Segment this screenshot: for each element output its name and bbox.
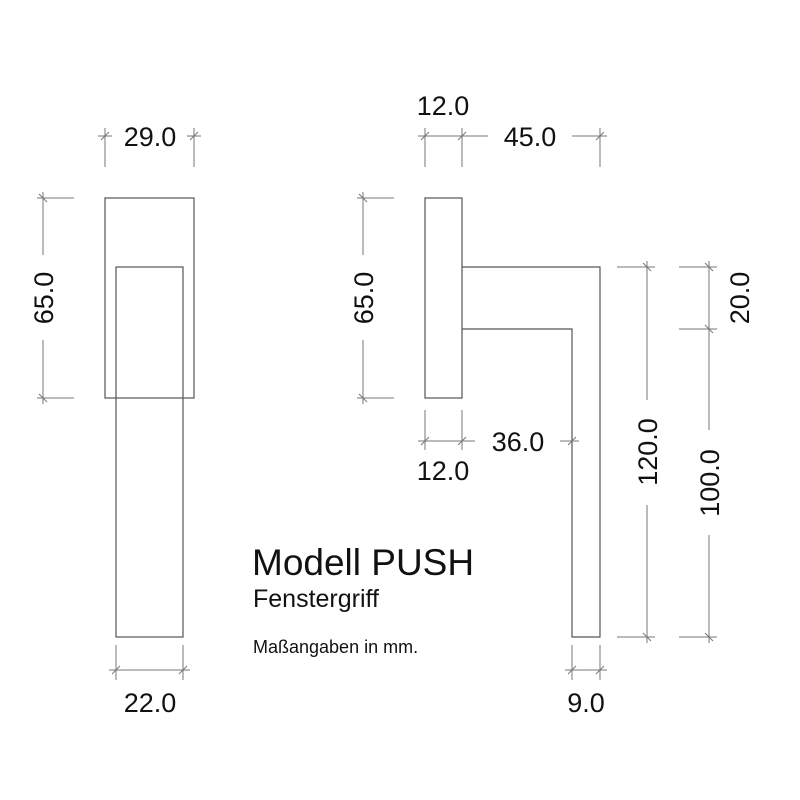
side-view: [424, 197, 601, 638]
dim-label: 20.0: [725, 272, 755, 325]
dim-label: 120.0: [633, 418, 663, 486]
dim-side-neck-grip: 20.0 100.0: [679, 261, 755, 643]
dim-label: 65.0: [29, 272, 59, 325]
dim-label: 45.0: [504, 122, 557, 152]
dim-label: 12.0: [417, 456, 470, 486]
dim-side-height: 65.0: [349, 192, 394, 404]
dim-front-width: 29.0: [98, 122, 201, 167]
dim-front-height: 65.0: [29, 192, 74, 404]
side-rose: [424, 197, 463, 399]
dim-label: 22.0: [124, 688, 177, 718]
dim-side-inner: 36.0 12.0: [417, 410, 579, 486]
side-handle: [462, 266, 601, 638]
subtitle: Fenstergriff: [253, 585, 379, 613]
dim-label: 65.0: [349, 272, 379, 325]
model-title: Modell PUSH: [252, 542, 474, 583]
dim-label: 12.0: [417, 91, 470, 121]
dim-front-handle-width: 22.0: [109, 645, 190, 718]
dim-label: 9.0: [567, 688, 605, 718]
front-rose: [104, 197, 195, 399]
dim-label: 29.0: [124, 122, 177, 152]
dim-label: 100.0: [695, 449, 725, 517]
dim-side-top: 12.0 45.0: [417, 91, 607, 167]
dim-side-total-length: 120.0: [617, 261, 663, 643]
dim-label: 36.0: [492, 427, 545, 457]
front-handle: [115, 266, 184, 638]
dim-side-grip-thickness: 9.0: [565, 645, 607, 718]
units-note: Maßangaben in mm.: [253, 637, 418, 657]
front-view: [104, 197, 195, 638]
